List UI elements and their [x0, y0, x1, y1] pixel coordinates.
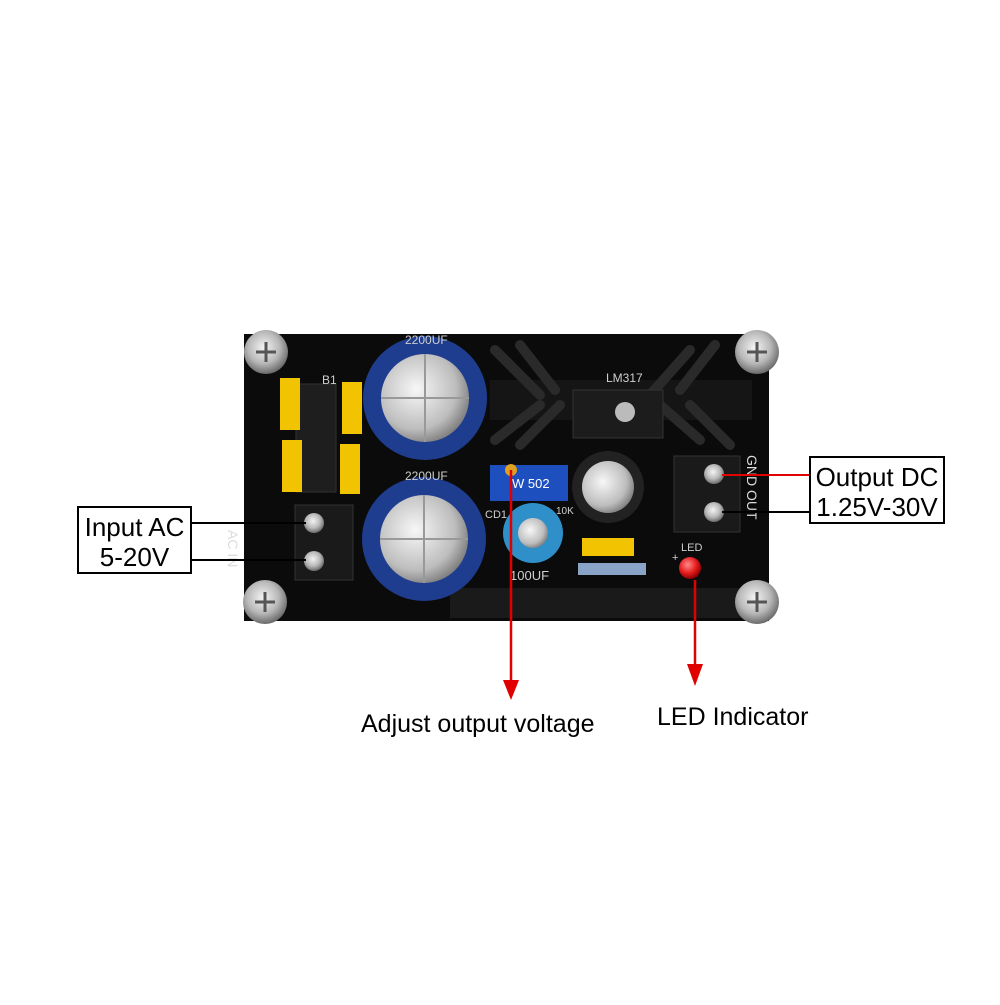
input-terminal-block	[294, 504, 354, 581]
cap-top-label: 2200UF	[405, 333, 448, 347]
gnd-out-label: GND OUT	[744, 455, 760, 520]
input-callout-line2: 5-20V	[99, 542, 170, 572]
yellow-capacitor	[280, 378, 300, 430]
board-edge	[450, 588, 750, 618]
filter-capacitor-top	[363, 336, 487, 460]
output-callout-line2: 1.25V-30V	[816, 492, 938, 522]
cap-bottom-label: 2200UF	[405, 469, 448, 483]
led-pointer-arrow	[687, 580, 703, 686]
output-capacitor	[572, 451, 644, 523]
screw-bottom-right	[735, 580, 779, 624]
potentiometer	[490, 465, 568, 501]
resistor-label: 10K	[556, 506, 574, 517]
ac-in-label: AC IN	[225, 530, 241, 567]
led-indicator-caption: LED Indicator	[657, 703, 809, 731]
adjust-voltage-caption: Adjust output voltage	[361, 710, 595, 738]
output-terminal-block	[673, 455, 741, 533]
cd-label: CD1	[485, 509, 507, 521]
output-dc-callout: Output DC 1.25V-30V	[809, 456, 945, 524]
pot-label: W 502	[512, 476, 550, 491]
yellow-capacitor	[342, 382, 362, 434]
yellow-capacitor	[282, 440, 302, 492]
filter-capacitor-bottom	[362, 477, 486, 601]
input-callout-line1: Input AC	[84, 512, 185, 542]
bridge-label: B1	[322, 373, 337, 387]
diode	[582, 538, 634, 556]
regulator-label: LM317	[606, 371, 643, 385]
input-ac-callout: Input AC 5-20V	[77, 506, 192, 574]
regulator-screw	[615, 402, 635, 422]
output-callout-line1: Output DC	[815, 462, 939, 492]
screw-top-right	[735, 330, 779, 374]
resistor	[578, 563, 646, 575]
bridge-rectifier	[295, 383, 337, 493]
screw-bottom-left	[243, 580, 287, 624]
led	[679, 557, 701, 579]
screw-top-left	[244, 330, 288, 374]
cap-small-label: 100UF	[510, 568, 549, 583]
yellow-capacitor	[340, 444, 360, 494]
small-capacitor	[503, 503, 563, 563]
adjust-pointer-arrow	[503, 470, 519, 700]
led-silk-label: LED	[681, 542, 702, 554]
led-plus-label: +	[672, 552, 678, 564]
